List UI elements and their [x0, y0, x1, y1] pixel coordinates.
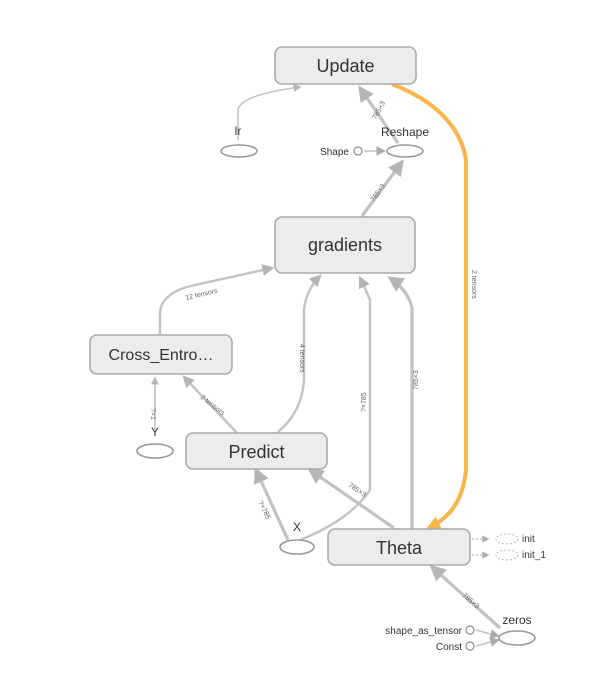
edge-reshape-update	[358, 85, 400, 144]
edge-label-gradients-reshape: 785×3	[370, 183, 387, 203]
edge-theta-predict	[307, 468, 395, 530]
edge-x-gradients	[299, 275, 372, 542]
edge-label-y-cross: ?×1	[149, 408, 156, 420]
const-shape-as-tensor-label: shape_as_tensor	[385, 626, 462, 637]
edge-label-theta-gradients: 785×3	[413, 370, 420, 390]
op-init-1[interactable]: init_1	[495, 549, 546, 561]
edge-cross-gradients	[158, 264, 275, 334]
op-zeros-label: zeros	[502, 613, 531, 627]
const-const[interactable]: Const	[436, 641, 475, 653]
edge-gradients-reshape	[360, 159, 404, 217]
edge-const-zeros	[475, 637, 500, 647]
edge-label-theta-update: 2 tensors	[470, 270, 477, 299]
op-x[interactable]: X	[279, 520, 315, 555]
op-init[interactable]: init	[495, 533, 535, 545]
node-predict-label: Predict	[228, 442, 284, 462]
edge-theta-update-ref	[391, 82, 468, 530]
node-theta-label: Theta	[376, 538, 423, 558]
node-cross-entropy[interactable]: Cross_Entro…	[89, 334, 233, 375]
op-zeros[interactable]: zeros	[498, 613, 536, 646]
edge-shapeastensor-zeros	[475, 629, 500, 639]
op-reshape-label: Reshape	[381, 125, 429, 139]
edge-label-predict-cross: 2 tensors	[199, 394, 226, 418]
node-gradients[interactable]: gradients	[274, 216, 416, 274]
edge-label-cross-gradients: 12 tensors	[185, 288, 219, 302]
edge-predict-cross	[182, 375, 239, 435]
op-lr-label: lr	[235, 124, 242, 138]
edge-label-x-predict: ?×785	[256, 500, 271, 521]
const-const-label: Const	[436, 642, 462, 653]
edge-predict-gradients	[277, 274, 322, 433]
op-lr[interactable]: lr	[220, 124, 258, 158]
const-shape[interactable]: Shape	[320, 146, 363, 158]
op-x-label: X	[293, 520, 301, 534]
node-update[interactable]: Update	[274, 46, 417, 85]
op-y-label: Y	[151, 425, 159, 439]
node-gradients-label: gradients	[308, 235, 382, 255]
edge-lr-update	[237, 83, 302, 140]
op-y[interactable]: Y	[136, 425, 174, 459]
edge-theta-gradients	[387, 276, 414, 530]
edge-label-predict-gradients: 4 tensors	[298, 344, 305, 373]
edge-zeros-theta	[429, 564, 502, 630]
node-theta[interactable]: Theta	[327, 528, 471, 566]
op-reshape[interactable]: Reshape	[381, 125, 429, 158]
const-shape-as-tensor[interactable]: shape_as_tensor	[385, 625, 475, 637]
node-update-label: Update	[316, 56, 374, 76]
edge-label-x-gradients: ?×785	[361, 392, 368, 412]
node-cross-entropy-label: Cross_Entro…	[109, 347, 214, 364]
node-predict[interactable]: Predict	[185, 432, 328, 470]
op-init-label: init	[522, 534, 535, 545]
edge-x-predict	[254, 467, 290, 541]
const-shape-label: Shape	[320, 147, 349, 158]
edge-label-zeros-theta: 785×3	[461, 592, 481, 610]
op-init-1-label: init_1	[522, 550, 546, 561]
